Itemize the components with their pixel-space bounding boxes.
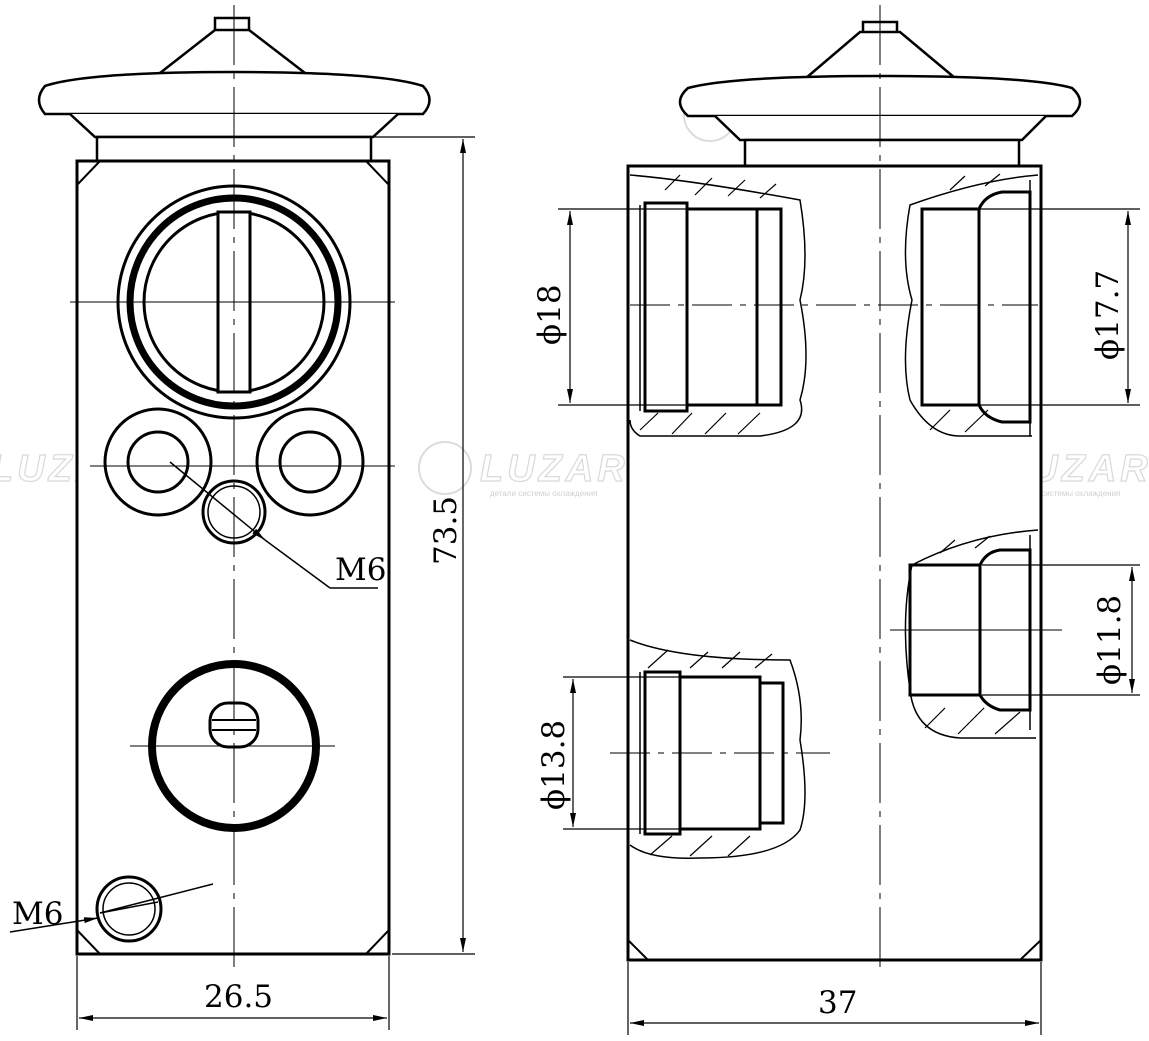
phi11-8-label: ϕ11.8 [1092,595,1128,685]
front-width-dimension: 26.5 [76,956,390,1030]
dim-phi18: ϕ18 [532,208,700,406]
front-height-label: 73.5 [428,496,464,565]
dim-phi13-8: ϕ13.8 [536,676,690,830]
side-port-top-left [629,174,807,437]
side-width-label: 37 [818,985,857,1021]
front-width-label: 26.5 [204,979,273,1015]
m6-bottom-label: M6 [12,896,63,932]
m6-bottom-leader: M6 [9,883,214,933]
dim-phi17-7: ϕ17.7 [925,208,1140,406]
phi13-8-label: ϕ13.8 [536,720,572,810]
svg-text:детали системы охлаждения: детали системы охлаждения [490,489,597,498]
front-centerlines [70,5,395,970]
front-thread-hole-bottom [95,875,163,943]
front-small-port-right [255,407,365,517]
svg-text:детали системы охлаждения: детали системы охлаждения [1013,489,1120,498]
front-view: M6 M6 26.5 73.5 [9,5,475,1030]
m6-top-leader: M6 [169,461,386,589]
side-view: ϕ18 ϕ17.7 ϕ11.8 ϕ13.8 37 [532,5,1140,1035]
svg-text:LUZAR: LUZAR [480,448,629,490]
side-width-dimension: 37 [627,962,1042,1035]
phi18-label: ϕ18 [532,284,568,345]
front-height-dimension: 73.5 [373,136,475,955]
dim-phi11-8: ϕ11.8 [982,564,1140,696]
phi17-7-label: ϕ17.7 [1090,270,1126,360]
side-centerlines [610,5,1062,975]
front-small-port-left [103,407,213,517]
watermark-logo: LUZAR детали системы охлаждения [418,441,629,498]
m6-top-label: M6 [335,552,386,588]
